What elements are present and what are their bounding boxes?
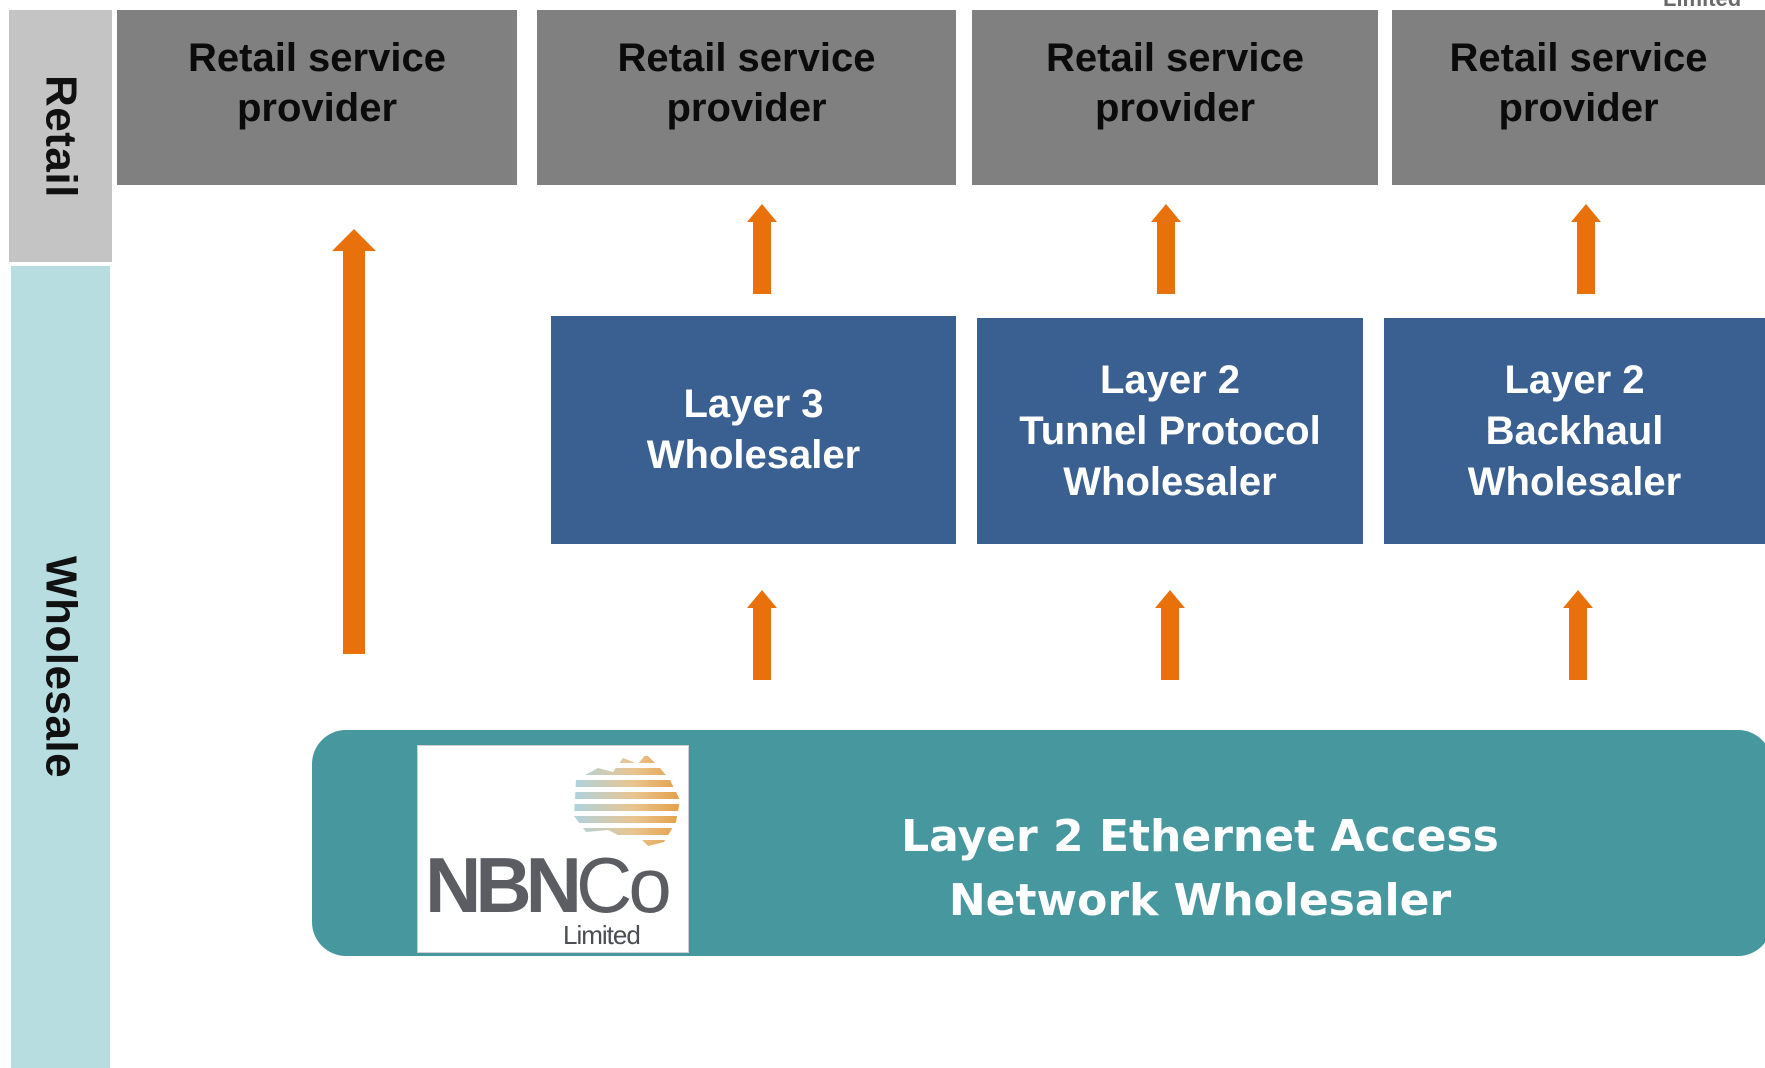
- arrow-up-icon: [1564, 204, 1608, 294]
- wholesaler-label: Layer 2 Tunnel Protocol Wholesaler: [1019, 357, 1321, 504]
- arrow-up-icon: [740, 590, 784, 680]
- retail-provider-label: Retail service provider: [188, 36, 446, 130]
- retail-provider-box-2: Retail service provider: [537, 10, 956, 185]
- retail-provider-label: Retail service provider: [1449, 36, 1708, 130]
- wholesaler-label: Layer 3 Wholesaler: [646, 382, 861, 477]
- retail-provider-box-4: Retail service provider: [1392, 10, 1765, 185]
- arrow-up-icon: [1556, 590, 1600, 680]
- retail-band-label: Retail: [36, 74, 86, 198]
- arrow-up-icon: [1144, 204, 1188, 294]
- australia-map-icon: [574, 754, 680, 846]
- wholesaler-label: Layer 2 Backhaul Wholesaler: [1467, 357, 1682, 504]
- retail-band: Retail: [9, 10, 112, 262]
- retail-provider-box-3: Retail service provider: [972, 10, 1378, 185]
- layer2-backhaul-wholesaler-box: Layer 2 Backhaul Wholesaler: [1384, 318, 1765, 544]
- long-arrow-up-icon: [332, 229, 376, 654]
- retail-provider-label: Retail service provider: [1046, 36, 1304, 130]
- arrow-up-icon: [740, 204, 784, 294]
- retail-provider-box-1: Retail service provider: [117, 10, 517, 185]
- logo-wordmark: NBNCo: [425, 841, 672, 929]
- layer2-tunnel-wholesaler-box: Layer 2 Tunnel Protocol Wholesaler: [977, 318, 1363, 544]
- logo-subtext: Limited: [563, 920, 641, 950]
- access-network-title: Layer 2 Ethernet Access Network Wholesal…: [901, 811, 1499, 926]
- layer3-wholesaler-box: Layer 3 Wholesaler: [551, 316, 956, 544]
- nbnco-logo: NBNCo Limited: [417, 745, 689, 953]
- arrow-up-icon: [1148, 590, 1192, 680]
- logo-fragment-text: Limited: [1663, 0, 1741, 12]
- wholesale-band-label: Wholesale: [36, 555, 86, 779]
- wholesale-band: Wholesale: [11, 266, 110, 1068]
- retail-provider-label: Retail service provider: [617, 36, 876, 130]
